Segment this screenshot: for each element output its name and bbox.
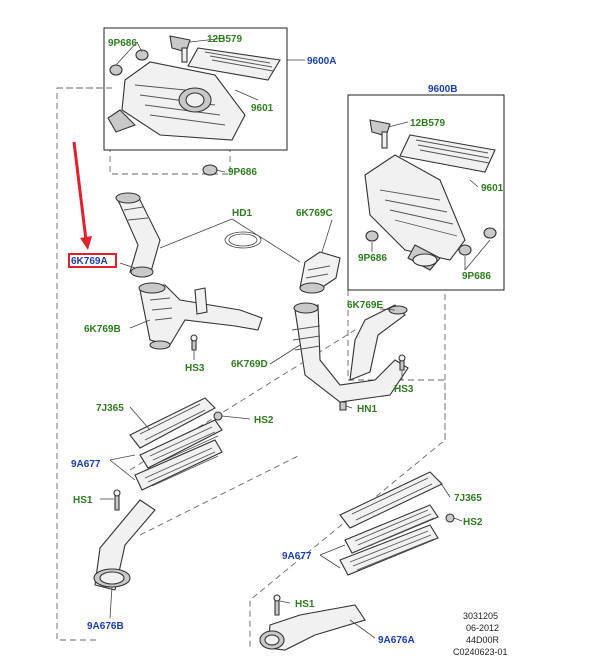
seal-7j365-a <box>129 397 216 449</box>
air-filter-box-b-frame <box>347 94 505 291</box>
label-9601-b[interactable]: 9601 <box>481 183 504 194</box>
catalog-code-1: 3031205 <box>463 611 499 621</box>
label-12b579-b[interactable]: 12B579 <box>410 118 445 129</box>
duct-6k769e <box>349 304 408 381</box>
sensor-12b579-b <box>369 119 391 149</box>
air-cleaner-assembly-a <box>107 61 246 141</box>
nut-hn1 <box>339 401 347 411</box>
highlight-box <box>68 253 117 268</box>
grommet-9p686-a1 <box>109 64 123 76</box>
duct-6k769b <box>138 282 263 350</box>
label-6k769d[interactable]: 6K769D <box>231 359 268 370</box>
grommet-9p686-a3 <box>202 164 218 176</box>
duct-6k769d <box>291 302 409 403</box>
assembly-outline-right <box>249 270 446 650</box>
label-9600b[interactable]: 9600B <box>428 84 457 95</box>
grommet-9p686-a2 <box>135 49 149 61</box>
label-7j365-b[interactable]: 7J365 <box>454 493 482 504</box>
resonator-9a676a <box>259 604 366 651</box>
label-hs2-b[interactable]: HS2 <box>463 517 483 528</box>
screw-hs1-a <box>113 489 121 511</box>
label-hs1-b[interactable]: HS1 <box>295 599 315 610</box>
label-hs2-a[interactable]: HS2 <box>254 415 274 426</box>
label-hs3-b[interactable]: HS3 <box>394 384 414 395</box>
catalog-date: 06-2012 <box>466 623 500 633</box>
label-6k769e[interactable]: 6K769E <box>347 300 383 311</box>
grommet-9p686-b1 <box>365 230 379 242</box>
seal-7j365-b <box>339 471 443 529</box>
hose-clamp-hd1 <box>224 231 262 249</box>
label-6k769a[interactable]: 6K769A <box>71 256 108 267</box>
label-7j365-a[interactable]: 7J365 <box>96 403 124 414</box>
duct-9a677-a <box>134 419 223 491</box>
screw-hs2-a <box>213 411 223 421</box>
resonator-9a676b <box>93 499 156 591</box>
label-6k769b[interactable]: 6K769B <box>84 324 121 335</box>
sensor-12b579-a <box>169 35 191 63</box>
label-hs3-a[interactable]: HS3 <box>185 363 205 374</box>
label-9p686-d[interactable]: 9P686 <box>462 271 491 282</box>
hose-6k769a <box>115 192 161 278</box>
screw-hs2-b <box>445 513 455 523</box>
duct-9a677-b <box>339 504 439 576</box>
label-9a677-b[interactable]: 9A677 <box>282 551 312 562</box>
label-9600a[interactable]: 9600A <box>307 56 336 67</box>
label-9a677-a[interactable]: 9A677 <box>71 459 101 470</box>
label-hs1-a[interactable]: HS1 <box>73 495 93 506</box>
hose-6k769c <box>299 251 341 294</box>
label-hd1[interactable]: HD1 <box>232 208 252 219</box>
leader-lines <box>100 37 491 639</box>
label-9p686-c[interactable]: 9P686 <box>358 253 387 264</box>
grommet-9p686-b3 <box>483 227 497 239</box>
label-12b579-a[interactable]: 12B579 <box>207 34 242 45</box>
label-9p686-b[interactable]: 9P686 <box>228 167 257 178</box>
label-6k769c[interactable]: 6K769C <box>296 208 333 219</box>
air-filter-box-a-frame <box>103 27 288 151</box>
air-filter-element-a <box>187 47 281 81</box>
label-9a676b[interactable]: 9A676B <box>87 621 124 632</box>
screw-hs3-b <box>398 354 406 371</box>
label-9a676a[interactable]: 9A676A <box>378 635 415 646</box>
air-filter-element-b <box>399 134 496 173</box>
label-9p686-a[interactable]: 9P686 <box>108 38 137 49</box>
label-hn1[interactable]: HN1 <box>357 404 377 415</box>
assembly-outline-left <box>56 87 231 641</box>
catalog-code-2: 44D00R <box>466 635 500 645</box>
screw-hs3-a <box>190 334 198 351</box>
screw-hs1-b <box>273 594 281 616</box>
label-9601-a[interactable]: 9601 <box>251 103 274 114</box>
catalog-code-3: C0240623-01 <box>453 647 508 657</box>
red-arrow-icon <box>72 141 92 250</box>
air-cleaner-assembly-b <box>364 154 466 271</box>
grommet-9p686-b2 <box>458 244 472 256</box>
